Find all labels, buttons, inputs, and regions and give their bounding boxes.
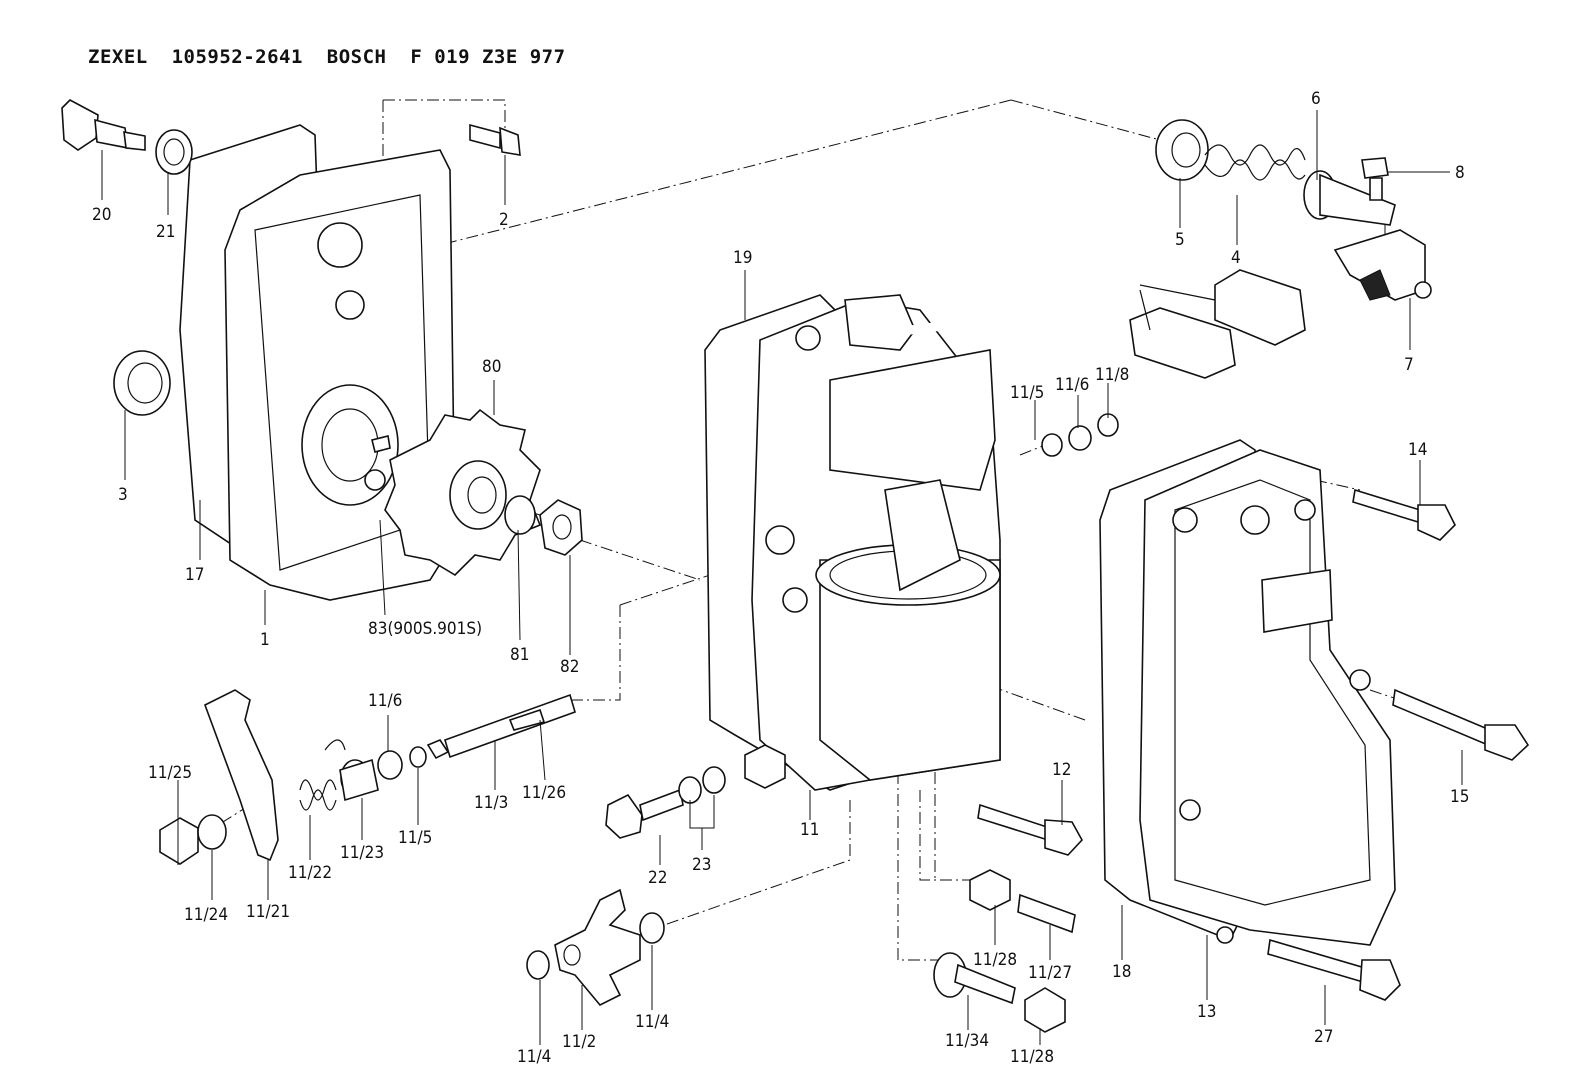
spring-4 bbox=[1204, 144, 1306, 181]
label-80: 80 bbox=[482, 357, 501, 377]
pin-11-26 bbox=[508, 708, 546, 731]
label-11-25: 11/25 bbox=[148, 763, 192, 783]
bolt-2 bbox=[469, 123, 521, 156]
sensor-bracket-7 bbox=[1333, 229, 1432, 301]
label-11-27: 11/27 bbox=[1028, 963, 1072, 983]
wiring-harness bbox=[909, 239, 1306, 379]
bolt-11-34 bbox=[933, 952, 1016, 1005]
o-ring-11-5-lower bbox=[409, 746, 427, 768]
lever-11-2 bbox=[554, 888, 641, 1006]
label-11-23: 11/23 bbox=[340, 843, 384, 863]
label-11-5-lower: 11/5 bbox=[398, 828, 432, 848]
bolt-22 bbox=[605, 788, 684, 839]
nut-11-25 bbox=[159, 817, 199, 865]
label-4: 4 bbox=[1231, 248, 1241, 268]
label-3: 3 bbox=[118, 485, 128, 505]
label-11-5-upper: 11/5 bbox=[1010, 383, 1044, 403]
label-23: 23 bbox=[692, 855, 711, 875]
label-11-4-left: 11/4 bbox=[517, 1047, 551, 1067]
label-11-6-lower: 11/6 bbox=[368, 691, 402, 711]
seal-5 bbox=[1155, 119, 1209, 181]
washer-81 bbox=[504, 495, 536, 535]
callout-labels: 20 21 2 3 17 1 80 83(900S.901S) 81 82 6 … bbox=[92, 89, 1469, 1067]
bolt-15 bbox=[1392, 688, 1530, 761]
cover-13 bbox=[1139, 449, 1396, 946]
label-15: 15 bbox=[1450, 787, 1469, 807]
label-21: 21 bbox=[156, 222, 175, 242]
key-83 bbox=[371, 435, 391, 453]
washer-11-6-lower bbox=[377, 750, 403, 780]
gear-80 bbox=[384, 408, 542, 577]
label-11-8: 11/8 bbox=[1095, 365, 1129, 385]
label-11-28-upper: 11/28 bbox=[973, 950, 1017, 970]
label-81: 81 bbox=[510, 645, 529, 665]
label-18: 18 bbox=[1112, 962, 1131, 982]
label-17: 17 bbox=[185, 565, 204, 585]
label-11-4-right: 11/4 bbox=[635, 1012, 669, 1032]
lever-6 bbox=[1303, 170, 1396, 226]
washer-21 bbox=[155, 129, 193, 175]
label-14: 14 bbox=[1408, 440, 1427, 460]
bolt-27 bbox=[1267, 938, 1401, 1001]
spring-11-22 bbox=[299, 739, 346, 811]
label-27: 27 bbox=[1314, 1027, 1333, 1047]
governor-body-11 bbox=[751, 294, 1001, 791]
diagram-title: ZEXEL 105952-2641 BOSCH F 019 Z3E 977 bbox=[88, 46, 566, 68]
label-83: 83(900S.901S) bbox=[368, 619, 482, 639]
label-12: 12 bbox=[1052, 760, 1071, 780]
lever-11-21 bbox=[204, 689, 279, 862]
label-1: 1 bbox=[260, 630, 270, 650]
washer-11-4-left bbox=[526, 950, 550, 980]
bolt-14 bbox=[1352, 488, 1456, 541]
label-11-22: 11/22 bbox=[288, 863, 332, 883]
label-5: 5 bbox=[1175, 230, 1185, 250]
nut-11-28-upper bbox=[969, 869, 1011, 911]
washer-23-a bbox=[678, 776, 702, 804]
leader-lines bbox=[101, 110, 1463, 1045]
bolt-12 bbox=[977, 803, 1083, 856]
label-11-6-upper: 11/6 bbox=[1055, 375, 1089, 395]
nut-82 bbox=[539, 499, 583, 556]
label-11: 11 bbox=[800, 820, 819, 840]
label-20: 20 bbox=[92, 205, 111, 225]
label-11-3: 11/3 bbox=[474, 793, 508, 813]
washer-23-b bbox=[702, 766, 726, 794]
nut-11-body bbox=[744, 744, 786, 789]
label-8: 8 bbox=[1455, 163, 1465, 183]
label-7: 7 bbox=[1404, 355, 1414, 375]
plug-20 bbox=[61, 99, 146, 151]
label-2: 2 bbox=[499, 210, 509, 230]
label-22: 22 bbox=[648, 868, 667, 888]
bolt-8 bbox=[1361, 157, 1389, 201]
screw-11-27 bbox=[1017, 893, 1076, 934]
label-11-28-lower: 11/28 bbox=[1010, 1047, 1054, 1067]
label-6: 6 bbox=[1311, 89, 1321, 109]
label-13: 13 bbox=[1197, 1002, 1216, 1022]
label-82: 82 bbox=[560, 657, 579, 677]
nut-11-28-lower bbox=[1024, 987, 1066, 1033]
o-ring-11-5-upper bbox=[1041, 433, 1063, 457]
washer-11-24 bbox=[197, 814, 227, 850]
label-11-2: 11/2 bbox=[562, 1032, 596, 1052]
label-11-34: 11/34 bbox=[945, 1031, 989, 1051]
label-11-21: 11/21 bbox=[246, 902, 290, 922]
washer-11-4-right bbox=[639, 912, 665, 944]
label-11-26: 11/26 bbox=[522, 783, 566, 803]
collar-11-23 bbox=[339, 758, 379, 802]
label-19: 19 bbox=[733, 248, 752, 268]
shaft-11-3 bbox=[426, 693, 576, 760]
washer-11-6-upper bbox=[1068, 425, 1092, 451]
label-11-24: 11/24 bbox=[184, 905, 228, 925]
